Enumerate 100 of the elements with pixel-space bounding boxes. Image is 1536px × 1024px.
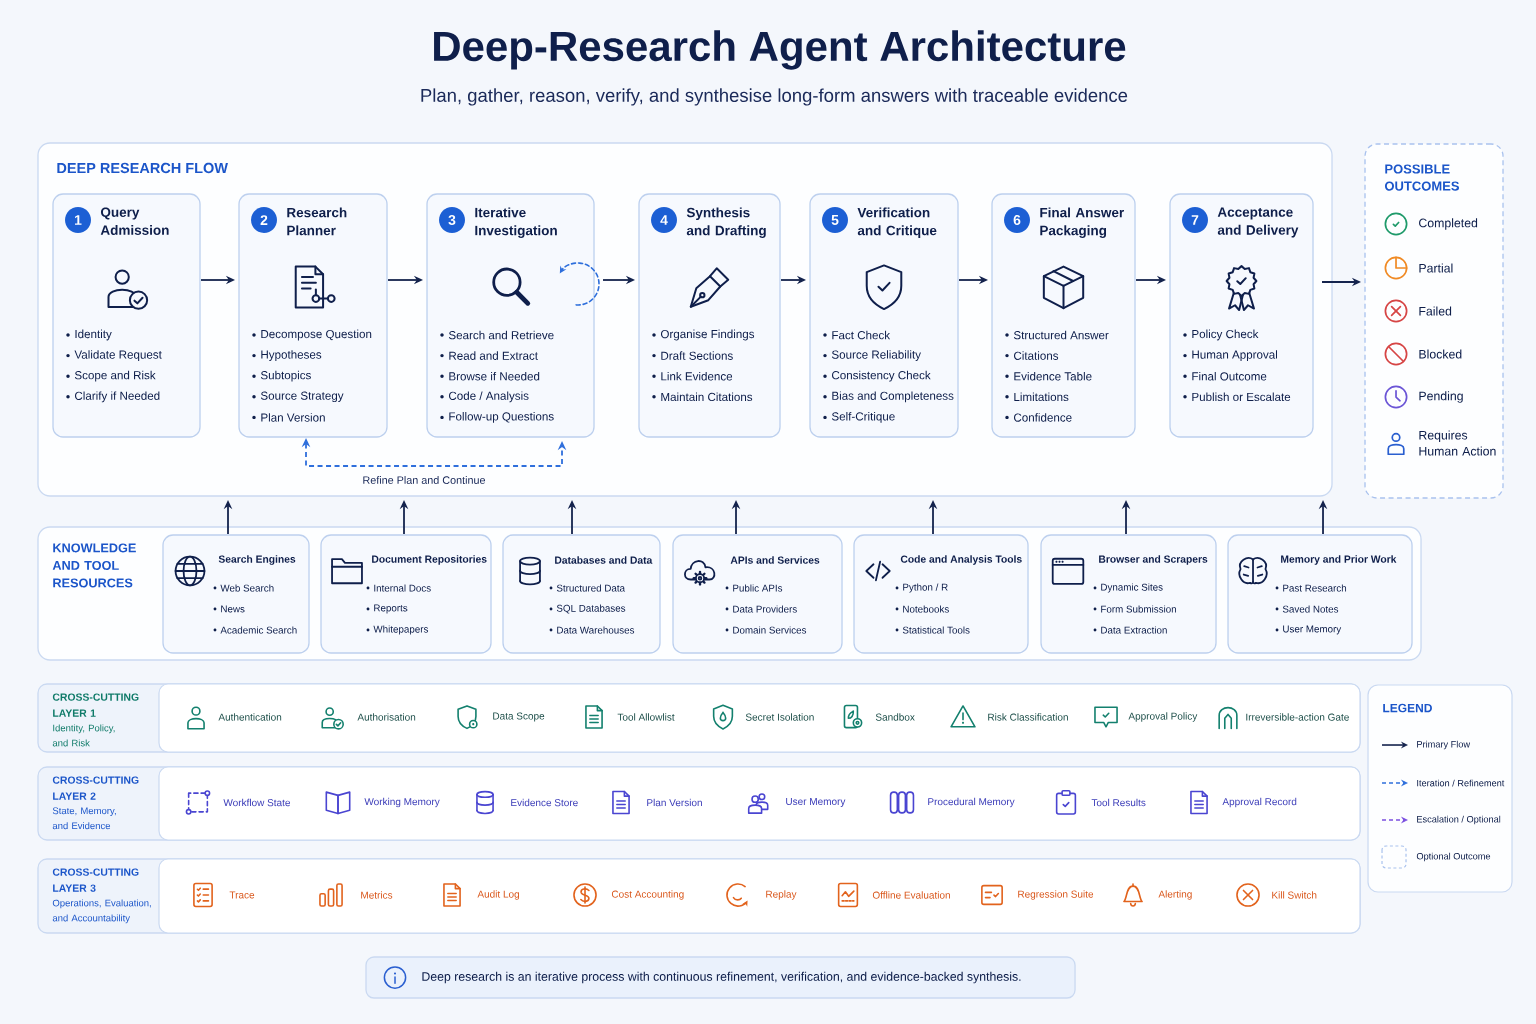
status-label: Partial xyxy=(1419,263,1453,273)
list-item: Clarify if Needed xyxy=(75,391,160,403)
status-label: Blocked xyxy=(1419,349,1462,359)
list-item: Source Strategy xyxy=(260,391,344,403)
item-label: Workflow State xyxy=(223,798,290,807)
list-item: News xyxy=(221,605,245,613)
card-title: Browser and Scrapers xyxy=(1099,555,1208,565)
list-item: Past Research xyxy=(1283,584,1346,592)
list-item: Subtopics xyxy=(260,370,311,382)
list-item: Data Extraction xyxy=(1101,626,1167,634)
list-item: User Memory xyxy=(1283,625,1342,635)
legend-heading: LEGEND xyxy=(1383,703,1432,713)
item-label: Cost Accounting xyxy=(611,890,684,900)
list-item: Evidence Table xyxy=(1014,371,1092,381)
list-item: Draft Sections xyxy=(661,351,733,360)
title: Deep-Research Agent Architecture xyxy=(434,30,1126,70)
list-item: Limitations xyxy=(1014,392,1069,402)
card-title: Acceptance and Delivery xyxy=(1217,207,1299,238)
list-item: Maintain Citations xyxy=(661,392,753,402)
item-label: Replay xyxy=(766,890,797,900)
item-label: Sandbox xyxy=(875,713,915,721)
number-badge: 5 xyxy=(822,207,848,233)
list-item: Plan Version xyxy=(261,413,325,422)
card-title: APIs and Services xyxy=(730,556,820,564)
list-item: Follow-up Questions xyxy=(449,412,554,423)
list-item: Reports xyxy=(374,604,408,614)
item-label: Trace xyxy=(229,891,255,899)
item-label: Evidence Store xyxy=(511,798,578,807)
legend-label: Escalation / Optional xyxy=(1417,815,1501,825)
list-item: Data Providers xyxy=(733,605,797,613)
status-label: Requires Human Action xyxy=(1419,430,1496,456)
number-badge: 3 xyxy=(439,207,465,233)
list-item: Organise Findings xyxy=(661,329,755,341)
layer-heading: CROSS-CUTTING LAYER 2 xyxy=(52,776,139,800)
status-label: Completed xyxy=(1419,218,1478,230)
card-title: Iterative Investigation xyxy=(475,207,557,238)
note-box: Deep research is an iterative process with continuous refinement, verification, and evidence-backed synthesis. xyxy=(365,956,1076,999)
list-item: Final Outcome xyxy=(1192,371,1267,381)
card-title: Code and Analysis Tools xyxy=(900,555,1022,565)
list-item: Read and Extract xyxy=(449,351,538,360)
list-item: Notebooks xyxy=(903,605,949,613)
list-item: Fact Check xyxy=(832,330,891,340)
item-label: Approval Policy xyxy=(1128,712,1198,722)
list-item: Bias and Completeness xyxy=(832,391,954,403)
number-badge: 2 xyxy=(251,207,277,233)
status-label: Pending xyxy=(1419,391,1463,403)
list-item: Code / Analysis xyxy=(449,391,529,403)
item-label: Alerting xyxy=(1158,890,1192,900)
item-label: Metrics xyxy=(361,891,393,899)
card-title: Document Repositories xyxy=(372,555,487,565)
card-title: Memory and Prior Work xyxy=(1281,555,1397,565)
list-item: Browse if Needed xyxy=(449,371,540,381)
card-title: Databases and Data xyxy=(555,556,653,564)
item-label: User Memory xyxy=(786,798,846,807)
list-item: Policy Check xyxy=(1192,329,1259,341)
item-label: Secret Isolation xyxy=(745,713,814,721)
list-item: Validate Request xyxy=(74,350,162,361)
list-item: Publish or Escalate xyxy=(1192,392,1291,402)
layer-subtitle: Identity, Policy, and Risk xyxy=(52,724,115,747)
list-item: Search and Retrieve xyxy=(448,330,554,340)
list-item: Public APIs xyxy=(733,584,783,592)
list-item: Data Warehouses xyxy=(557,626,635,634)
status-label: Failed xyxy=(1419,306,1452,316)
list-item: Form Submission xyxy=(1101,605,1176,613)
list-item: Academic Search xyxy=(220,626,297,634)
list-item: Scope and Risk xyxy=(74,370,156,382)
list-item: Dynamic Sites xyxy=(1101,583,1163,593)
item-label: Regression Suite xyxy=(1018,890,1094,900)
list-item: Structured Answer xyxy=(1013,330,1109,340)
item-label: Audit Log xyxy=(477,890,519,900)
list-item: Source Reliability xyxy=(831,350,921,361)
list-item: Citations xyxy=(1014,351,1059,360)
list-item: Hypotheses xyxy=(261,350,322,361)
number-badge: 6 xyxy=(1004,207,1030,233)
item-label: Tool Allowlist xyxy=(617,713,675,721)
section-heading: POSSIBLE OUTCOMES xyxy=(1384,164,1459,191)
list-item: Web Search xyxy=(220,584,274,592)
list-item: Identity xyxy=(75,329,112,341)
list-item: Consistency Check xyxy=(832,370,931,382)
edge-label: Refine Plan and Continue xyxy=(360,474,488,486)
number-badge: 7 xyxy=(1182,207,1208,233)
item-label: Procedural Memory xyxy=(928,797,1015,808)
legend-label: Optional Outcome xyxy=(1416,852,1491,862)
section-heading: KNOWLEDGE AND TOOL RESOURCES xyxy=(52,543,136,588)
layer-heading: CROSS-CUTTING LAYER 1 xyxy=(52,693,139,717)
legend-label: Primary Flow xyxy=(1417,740,1471,750)
list-item: Internal Docs xyxy=(374,584,431,592)
item-label: Tool Results xyxy=(1091,798,1146,807)
subtitle: Plan, gather, reason, verify, and synthesise long-form answers with traceable evidence xyxy=(421,88,1128,106)
number-badge: 1 xyxy=(65,207,91,233)
card-title: Research Planner xyxy=(287,207,347,236)
card-title: Query Admission xyxy=(100,207,169,235)
list-item: Self-Critique xyxy=(831,412,895,423)
card-title: Synthesis and Drafting xyxy=(686,207,766,238)
card-title: Verification and Critique xyxy=(857,207,937,238)
layer-subtitle: Operations, Evaluation, and Accountability xyxy=(52,899,151,924)
item-label: Offline Evaluation xyxy=(872,891,950,899)
list-item: Decompose Question xyxy=(261,329,372,341)
list-item: Confidence xyxy=(1014,413,1072,422)
list-item: Structured Data xyxy=(556,584,626,592)
